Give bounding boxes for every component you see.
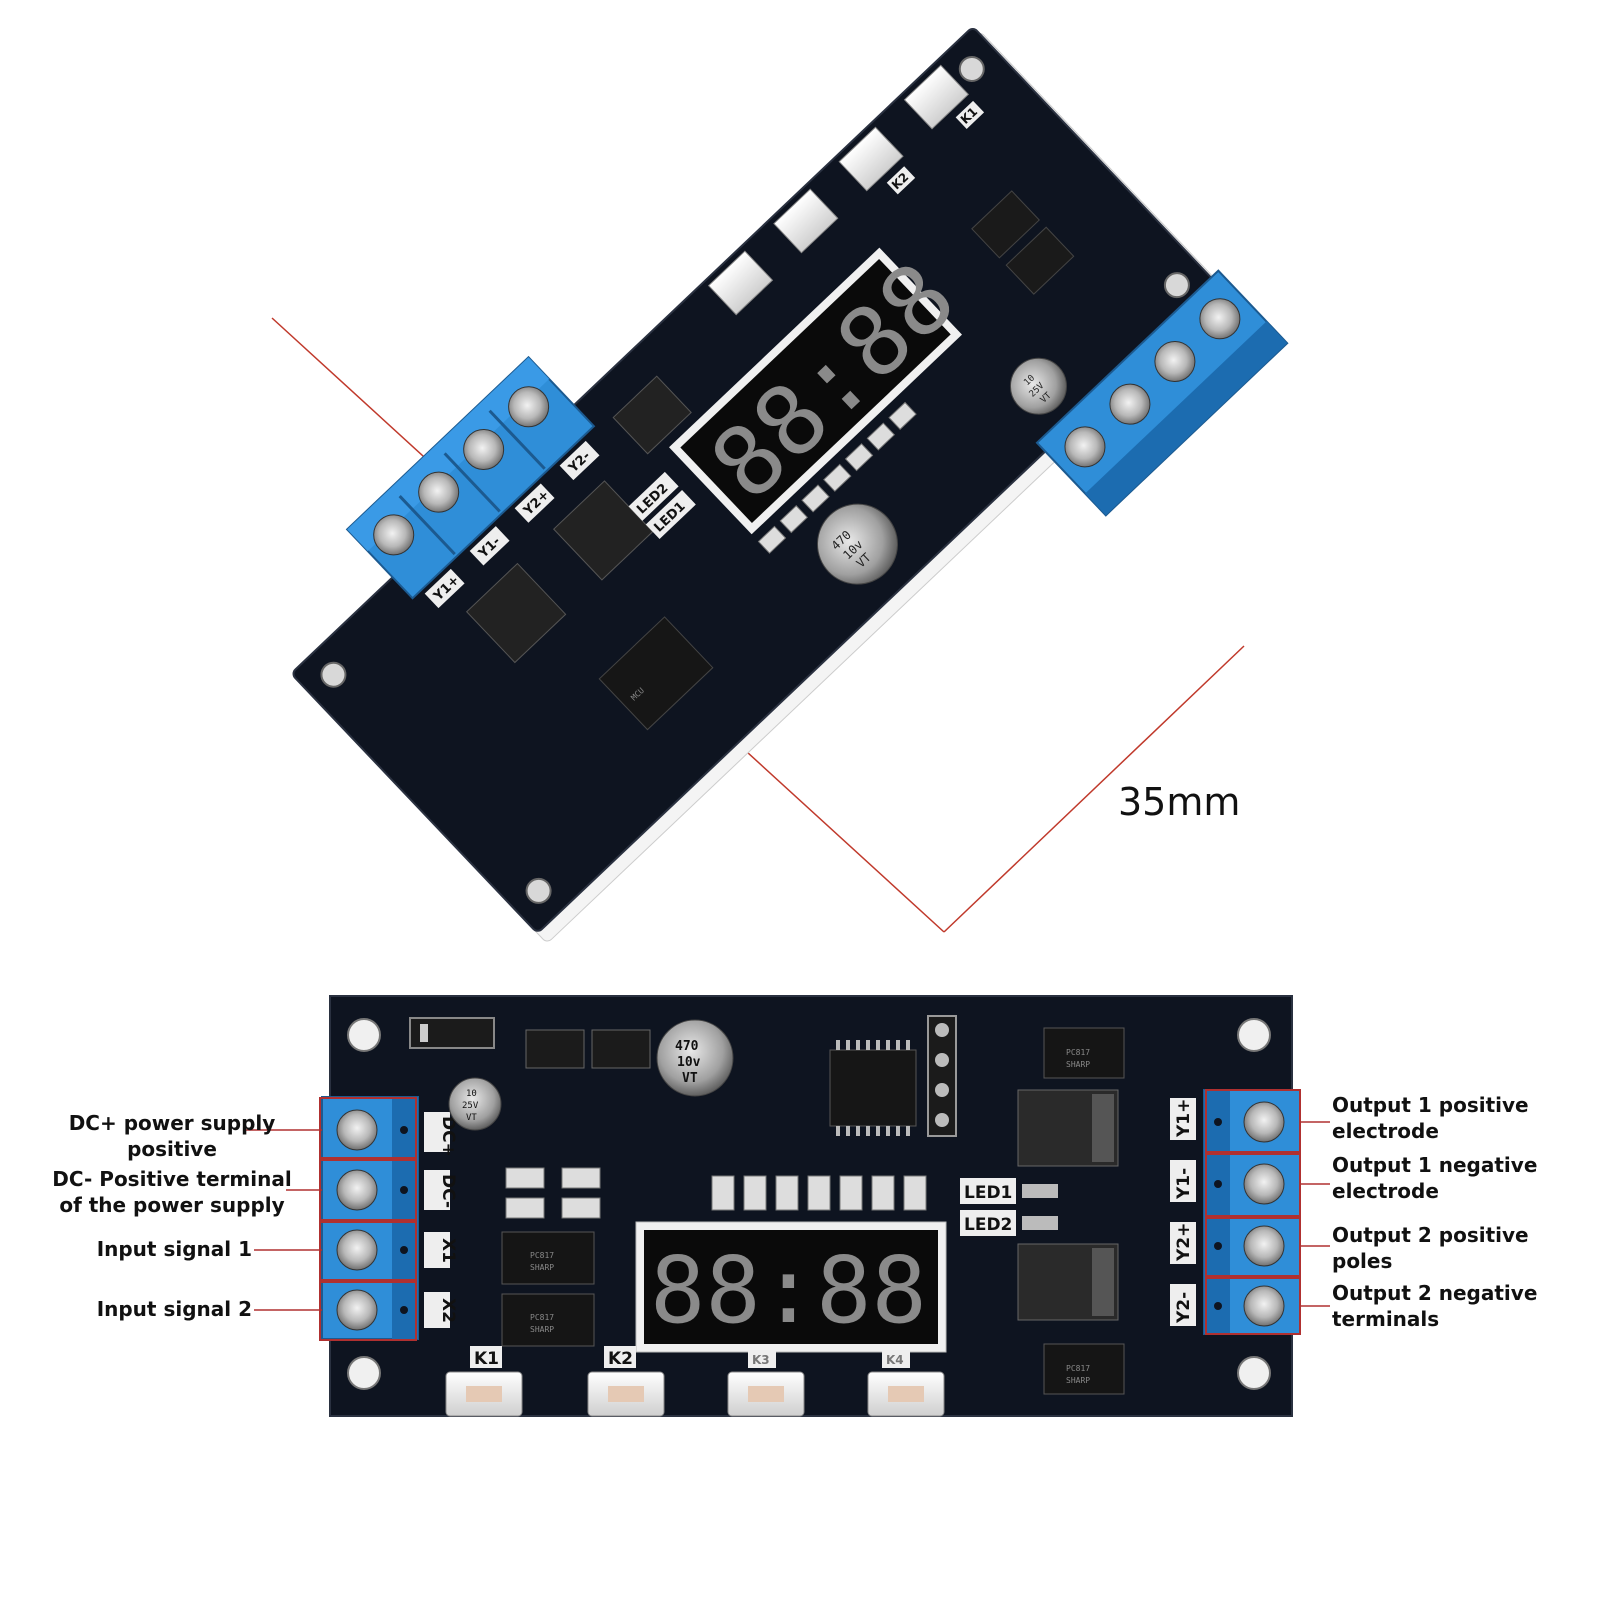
- bottom-optocouplers-left: PC817 SHARP PC817 SHARP: [501, 1231, 595, 1347]
- opto1-brand: SHARP: [530, 1263, 554, 1272]
- bottom-label-x1: X1: [438, 1238, 458, 1263]
- mounting-holes: [347, 1018, 1271, 1390]
- opto4-model: PC817: [1066, 1364, 1090, 1373]
- bottom-cap-small-value: 10: [466, 1089, 477, 1099]
- board-bottom-view: DC+ DC- X1 X2: [319, 995, 1301, 1417]
- callout-dcp-line2: positive: [127, 1137, 217, 1161]
- callout-y2n-line2: terminals: [1332, 1307, 1439, 1331]
- callout-y1n-line1: Output 1 negative: [1332, 1153, 1537, 1177]
- bottom-seven-segment-display: 88:88: [635, 1221, 947, 1353]
- bottom-cap-large-brand: VT: [682, 1071, 698, 1086]
- bottom-k4-label: K4: [886, 1353, 904, 1367]
- dimension-line-width: [943, 645, 1245, 933]
- opto3-model: PC817: [1066, 1048, 1090, 1057]
- bottom-led-labels: LED1 LED2: [960, 1178, 1058, 1236]
- mounting-holes: [320, 55, 1190, 904]
- callout-y1p-line2: electrode: [1332, 1119, 1439, 1143]
- bottom-k3-label: K3: [752, 1353, 770, 1367]
- callout-dcn-line1: DC- Positive terminal: [52, 1167, 291, 1191]
- right-terminal-silk: Y1+ Y1- Y2+ Y2-: [1170, 1098, 1196, 1326]
- opto2-brand: SHARP: [530, 1325, 554, 1334]
- controller-chip: MCU: [598, 616, 714, 731]
- output-terminal-block: [345, 355, 596, 600]
- top-buttons: K2 K1: [707, 64, 985, 316]
- screw-icons: [1064, 298, 1241, 468]
- bottom-display-digits: 88:88: [650, 1237, 927, 1344]
- callout-y1p-line1: Output 1 positive: [1332, 1093, 1529, 1117]
- board-top-view: 80mm 35mm: [271, 28, 1289, 942]
- bottom-label-x2: X2: [438, 1298, 458, 1323]
- bottom-controller-chip: [829, 1040, 917, 1136]
- screw-icons: [373, 386, 550, 556]
- mosfets: [465, 375, 692, 664]
- bottom-label-y2p: Y2+: [1174, 1223, 1194, 1262]
- bottom-cap-small-voltage: 25V: [462, 1101, 479, 1111]
- callout-dcn-line2: of the power supply: [59, 1193, 284, 1217]
- diode: [409, 1017, 495, 1049]
- left-terminal-silk: DC+ DC- X1 X2: [424, 1112, 458, 1328]
- bottom-k2-label: K2: [608, 1349, 633, 1369]
- callouts: DC+ power supply positive DC- Positive t…: [52, 1093, 1537, 1331]
- bottom-capacitor-small: 10 25V VT: [448, 1077, 502, 1131]
- bottom-capacitor-large: 470 10v VT: [656, 1019, 734, 1097]
- bottom-k1-label: K1: [474, 1349, 499, 1369]
- screw-icons: [1243, 1101, 1285, 1327]
- callout-y2p-line2: poles: [1332, 1249, 1392, 1273]
- bottom-label-y1p: Y1+: [1174, 1099, 1194, 1138]
- bottom-label-y2n: Y2-: [1174, 1292, 1194, 1324]
- resistor-row: [757, 401, 917, 554]
- bottom-label-dcn: DC-: [438, 1174, 458, 1208]
- dimension-width-label: 35mm: [1118, 780, 1240, 824]
- opto2-model: PC817: [530, 1313, 554, 1322]
- regulators: [525, 1029, 651, 1069]
- optocouplers: [971, 190, 1075, 295]
- top-capacitor-large: 470 10v VT: [816, 503, 898, 585]
- callout-y1n-line2: electrode: [1332, 1179, 1439, 1203]
- bottom-buttons: K1 K2 K3 K4: [445, 1346, 945, 1417]
- callout-x1: Input signal 1: [97, 1237, 252, 1261]
- bottom-label-y1n: Y1-: [1174, 1168, 1194, 1200]
- bottom-cap-large-voltage: 10v: [677, 1055, 701, 1070]
- bottom-led1-label: LED1: [964, 1183, 1012, 1203]
- callout-y2p-line1: Output 2 positive: [1332, 1223, 1529, 1247]
- callout-x2: Input signal 2: [97, 1297, 252, 1321]
- callout-y2n-line1: Output 2 negative: [1332, 1281, 1537, 1305]
- callout-dcp-line1: DC+ power supply: [69, 1111, 276, 1135]
- bottom-resistor-row: [505, 1167, 927, 1219]
- bottom-optocouplers-right: PC817 SHARP PC817 SHARP: [1043, 1027, 1125, 1395]
- right-terminal-block: [1203, 1089, 1301, 1335]
- screw-icons: [336, 1109, 378, 1331]
- opto1-model: PC817: [530, 1251, 554, 1260]
- left-terminal-block: [319, 1096, 419, 1341]
- bottom-led2-label: LED2: [964, 1215, 1012, 1235]
- opto3-brand: SHARP: [1066, 1060, 1090, 1069]
- bottom-mosfets: [1017, 1089, 1119, 1321]
- opto4-brand: SHARP: [1066, 1376, 1090, 1385]
- header-pins: [927, 1015, 957, 1137]
- bottom-cap-large-value: 470: [675, 1039, 699, 1054]
- input-terminal-block: [1035, 269, 1289, 517]
- bottom-cap-small-brand: VT: [466, 1113, 477, 1123]
- top-capacitor-small: 10 25V VT: [1009, 357, 1067, 415]
- bottom-label-dcp: DC+: [438, 1116, 458, 1157]
